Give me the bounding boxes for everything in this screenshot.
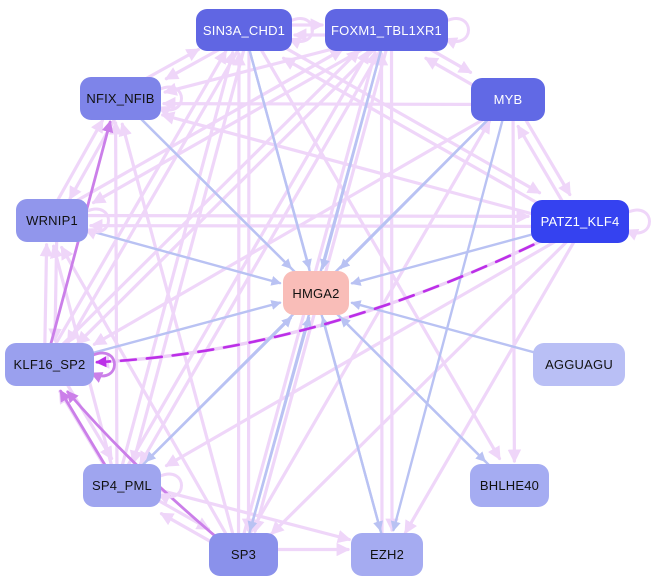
node-SP3[interactable]: SP3 (209, 533, 278, 576)
edge-PATZ1_KLF4-to-KLF16_SP2[interactable] (95, 220, 582, 368)
node-BHLHE40[interactable]: BHLHE40 (470, 464, 549, 507)
edge-PATZ1_KLF4-to-WRNIP1[interactable] (88, 218, 582, 233)
edge-PATZ1_KLF4-to-SP4_PML[interactable] (164, 224, 585, 468)
self-loop-SIN3A_CHD1[interactable] (288, 17, 314, 50)
edge-SP3-to-MYB[interactable] (237, 119, 491, 554)
edge-PATZ1_KLF4-to-EZH2[interactable] (403, 222, 586, 535)
edge-MYB-to-EZH2[interactable] (390, 98, 510, 532)
edge-PATZ1_KLF4-to-SP3[interactable] (270, 223, 586, 536)
edge-MYB-to-NFIX_NFIB[interactable] (161, 96, 510, 111)
edge-SP4_PML-to-FOXM1_TBL1XR1[interactable] (116, 49, 370, 485)
edge-SP3-to-WRNIP1[interactable] (60, 245, 241, 559)
edge-SP3-to-NFIX_NFIB[interactable] (118, 122, 241, 558)
edge-SP4_PML-to-NFIX_NFIB[interactable] (108, 120, 123, 488)
node-AGGUAGU[interactable]: AGGUAGU (533, 343, 625, 386)
edge-FOXM1_TBL1XR1-to-KLF16_SP2[interactable] (76, 31, 392, 346)
node-SIN3A_CHD1[interactable]: SIN3A_CHD1 (196, 9, 292, 51)
node-PATZ1_KLF4[interactable]: PATZ1_KLF4 (531, 200, 629, 243)
edge-KLF16_SP2-to-NFIX_NFIB[interactable] (44, 120, 114, 365)
node-EZH2[interactable]: EZH2 (351, 533, 423, 576)
edge-WRNIP1-to-PATZ1_KLF4[interactable] (50, 209, 531, 224)
node-KLF16_SP2[interactable]: KLF16_SP2 (5, 343, 94, 386)
node-FOXM1_TBL1XR1[interactable]: FOXM1_TBL1XR1 (325, 9, 448, 51)
edge-FOXM1_TBL1XR1-to-EZH2[interactable] (385, 28, 399, 533)
edge-WRNIP1-to-FOXM1_TBL1XR1[interactable] (47, 48, 344, 218)
edge-SP3-to-SIN3A_CHD1[interactable] (232, 51, 246, 557)
self-loop-PATZ1_KLF4[interactable] (625, 208, 651, 241)
edge-FOXM1_TBL1XR1-to-WRNIP1[interactable] (91, 32, 391, 205)
node-NFIX_NFIB[interactable]: NFIX_NFIB (80, 77, 161, 120)
node-MYB[interactable]: MYB (471, 78, 545, 121)
edge-MYB-to-KLF16_SP2[interactable] (92, 102, 513, 346)
edge-PATZ1_KLF4-to-NFIX_NFIB[interactable] (160, 111, 581, 228)
self-loop-NFIX_NFIB[interactable] (157, 85, 183, 118)
self-loop-WRNIP1[interactable] (84, 207, 110, 240)
edge-MYB-to-BHLHE40[interactable] (507, 97, 522, 464)
edge-PATZ1_KLF4-to-SIN3A_CHD1[interactable] (281, 56, 580, 228)
node-WRNIP1[interactable]: WRNIP1 (16, 199, 88, 242)
self-loop-FOXM1_TBL1XR1[interactable] (444, 17, 470, 50)
edge-FOXM1_TBL1XR1-to-SP4_PML[interactable] (139, 30, 393, 466)
edge-SIN3A_CHD1-to-BHLHE40[interactable] (246, 25, 502, 461)
self-loop-KLF16_SP2[interactable] (90, 351, 116, 383)
edge-SIN3A_CHD1-to-KLF16_SP2[interactable] (66, 30, 250, 345)
self-loop-SP4_PML[interactable] (157, 472, 183, 505)
node-SP4_PML[interactable]: SP4_PML (83, 464, 161, 507)
node-HMGA2[interactable]: HMGA2 (283, 271, 349, 315)
